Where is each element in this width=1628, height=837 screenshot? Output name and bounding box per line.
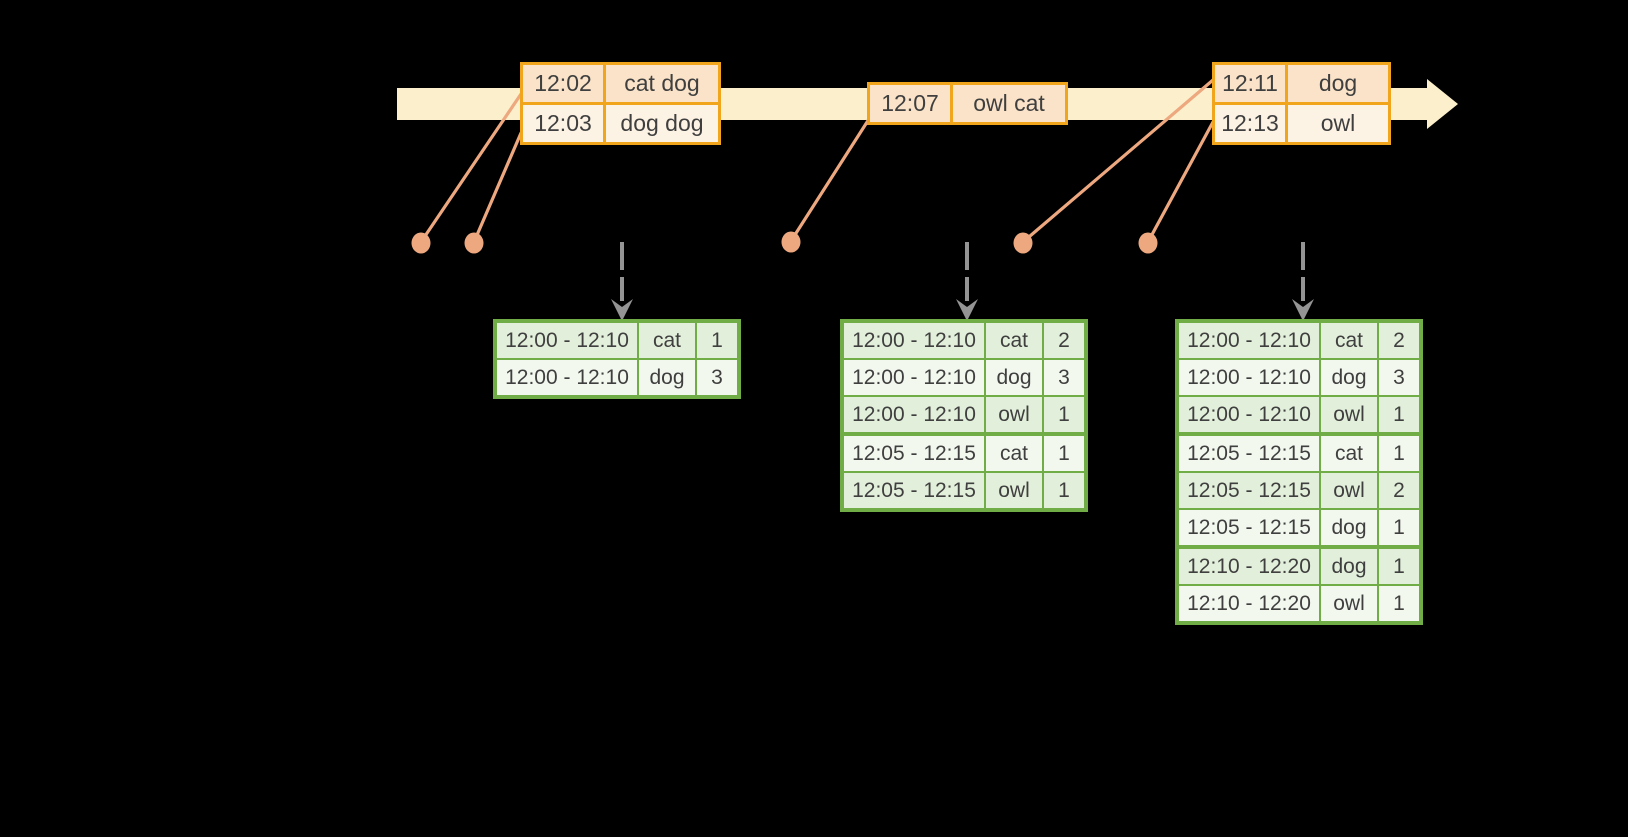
connector-line-5 bbox=[1146, 120, 1215, 244]
count-cell: 3 bbox=[1042, 358, 1087, 397]
window-cell: 12:00 - 12:10 bbox=[841, 395, 986, 435]
event-words-cell: owl bbox=[1285, 102, 1391, 145]
event-words-cell: dog dog bbox=[603, 102, 721, 145]
count-cell: 1 bbox=[1042, 432, 1087, 473]
connector-line-2 bbox=[472, 131, 523, 244]
trigger-arrow-3 bbox=[1292, 242, 1314, 321]
word-cell: dog bbox=[637, 358, 697, 398]
window-cell: 12:05 - 12:15 bbox=[1176, 432, 1321, 473]
count-cell: 2 bbox=[1042, 320, 1087, 360]
event-time-cell: 12:02 bbox=[520, 62, 606, 105]
word-cell: owl bbox=[1319, 584, 1379, 624]
count-cell: 2 bbox=[1377, 320, 1422, 360]
word-cell: dog bbox=[984, 358, 1044, 397]
event-words-cell: cat dog bbox=[603, 62, 721, 105]
word-cell: dog bbox=[1319, 508, 1379, 548]
event-dot-4 bbox=[1013, 232, 1033, 254]
count-cell: 2 bbox=[1377, 471, 1422, 510]
count-cell: 1 bbox=[695, 320, 740, 360]
connector-line-4 bbox=[1021, 78, 1215, 244]
event-dot-5 bbox=[1138, 232, 1158, 254]
event-time-cell: 12:07 bbox=[867, 82, 953, 125]
trigger-arrow-2 bbox=[956, 242, 978, 321]
count-cell: 1 bbox=[1042, 471, 1087, 511]
count-cell: 3 bbox=[1377, 358, 1422, 397]
event-time-cell: 12:11 bbox=[1212, 62, 1288, 105]
event-time-cell: 12:03 bbox=[520, 102, 606, 145]
word-cell: cat bbox=[637, 320, 697, 360]
event-words-cell: owl cat bbox=[950, 82, 1068, 125]
window-cell: 12:00 - 12:10 bbox=[1176, 320, 1321, 360]
word-cell: dog bbox=[1319, 545, 1379, 586]
window-cell: 12:05 - 12:15 bbox=[1176, 471, 1321, 510]
connector-line-3 bbox=[789, 117, 871, 243]
word-cell: dog bbox=[1319, 358, 1379, 397]
word-cell: cat bbox=[1319, 432, 1379, 473]
window-cell: 12:00 - 12:10 bbox=[841, 320, 986, 360]
count-cell: 1 bbox=[1377, 395, 1422, 435]
window-cell: 12:10 - 12:20 bbox=[1176, 584, 1321, 624]
window-cell: 12:05 - 12:15 bbox=[841, 471, 986, 511]
window-cell: 12:05 - 12:15 bbox=[841, 432, 986, 473]
event-dot-3 bbox=[781, 231, 801, 253]
event-dot-2 bbox=[464, 232, 484, 254]
window-cell: 12:00 - 12:10 bbox=[1176, 358, 1321, 397]
word-cell: cat bbox=[984, 320, 1044, 360]
count-cell: 1 bbox=[1377, 432, 1422, 473]
trigger-arrow-1 bbox=[611, 242, 633, 321]
count-cell: 1 bbox=[1042, 395, 1087, 435]
word-cell: cat bbox=[1319, 320, 1379, 360]
count-cell: 1 bbox=[1377, 545, 1422, 586]
count-cell: 3 bbox=[695, 358, 740, 398]
window-cell: 12:00 - 12:10 bbox=[841, 358, 986, 397]
window-cell: 12:00 - 12:10 bbox=[1176, 395, 1321, 435]
word-cell: owl bbox=[984, 471, 1044, 511]
window-cell: 12:05 - 12:15 bbox=[1176, 508, 1321, 548]
window-cell: 12:00 - 12:10 bbox=[494, 358, 639, 398]
window-cell: 12:00 - 12:10 bbox=[494, 320, 639, 360]
word-cell: owl bbox=[1319, 471, 1379, 510]
count-cell: 1 bbox=[1377, 584, 1422, 624]
word-cell: cat bbox=[984, 432, 1044, 473]
event-words-cell: dog bbox=[1285, 62, 1391, 105]
count-cell: 1 bbox=[1377, 508, 1422, 548]
event-time-cell: 12:13 bbox=[1212, 102, 1288, 145]
word-cell: owl bbox=[1319, 395, 1379, 435]
event-dot-1 bbox=[411, 232, 431, 254]
connector-line-1 bbox=[419, 92, 523, 244]
window-cell: 12:10 - 12:20 bbox=[1176, 545, 1321, 586]
word-cell: owl bbox=[984, 395, 1044, 435]
